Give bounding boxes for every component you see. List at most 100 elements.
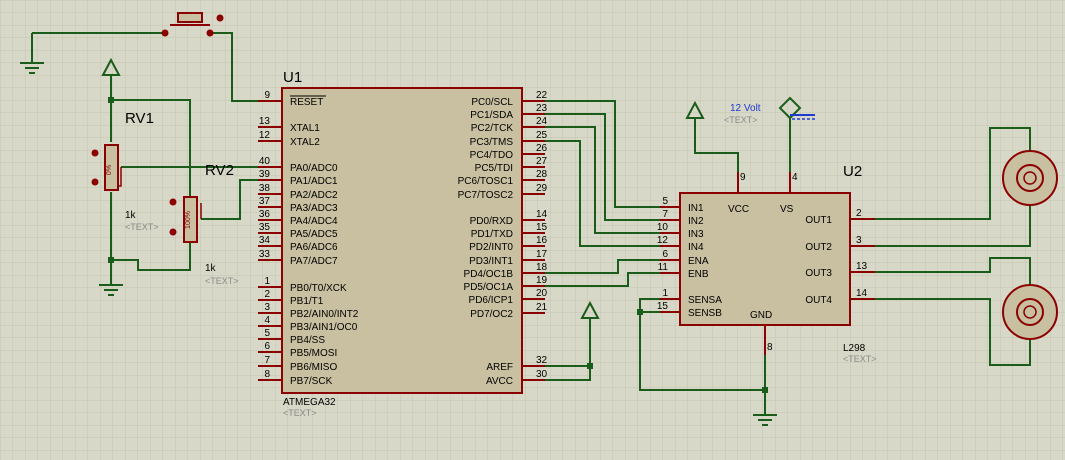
motor-2[interactable] (1002, 284, 1058, 340)
pin-label: PD4/OC1B (464, 269, 514, 280)
button-terminal (206, 29, 214, 37)
pin-number: 3 (264, 302, 270, 313)
pin-label: PB3/AIN1/OC0 (290, 322, 358, 333)
pin-label: XTAL1 (290, 123, 320, 134)
wire (545, 259, 660, 274)
motor-1[interactable] (1002, 150, 1058, 206)
pin-number: 13 (856, 261, 868, 272)
pin-number: 14 (856, 288, 868, 299)
pin-number: 34 (259, 235, 271, 246)
chip-u1[interactable]: 9RESET13XTAL112XTAL240PA0/ADC039PA1/ADC1… (258, 87, 548, 394)
pin-number: 39 (259, 169, 271, 180)
power-arrow-icon (580, 300, 600, 319)
pin-label: ENB (688, 269, 709, 280)
pin-label: PA4/ADC4 (290, 216, 338, 227)
potentiometer-rv2[interactable]: 100% (169, 196, 202, 243)
pin-number: 1 (264, 276, 270, 287)
pin-label: PD1/TXD (471, 229, 513, 240)
rv2-text-tag: <TEXT> (205, 276, 239, 286)
pin-number: 26 (536, 143, 548, 154)
wire (545, 272, 660, 287)
pin-number: 20 (536, 288, 548, 299)
pin-number: 2 (264, 289, 270, 300)
wire (545, 126, 660, 234)
rv1-ref: RV1 (125, 110, 154, 127)
rv1-value: 1k (125, 210, 137, 221)
wire (545, 113, 660, 221)
pin-label: PC6/TOSC1 (458, 176, 514, 187)
wire (875, 205, 1031, 247)
pin-label: PA1/ADC1 (290, 176, 338, 187)
pin-label: PB1/T1 (290, 296, 324, 307)
push-button[interactable] (161, 12, 224, 37)
pin-label: OUT3 (805, 268, 832, 279)
pin-number: 12 (657, 235, 669, 246)
pin-number: 32 (536, 355, 548, 366)
junction-dot (108, 257, 114, 263)
ground-icon (753, 414, 777, 426)
pin-number: 22 (536, 90, 548, 101)
pin-number: 17 (536, 249, 548, 260)
pin-label: PC1/SDA (470, 110, 513, 121)
pin-label: ENA (688, 256, 709, 267)
rv2-value: 1k (205, 263, 217, 274)
button-terminal (161, 29, 169, 37)
pin-number: 15 (536, 222, 548, 233)
pin-number: 7 (662, 209, 668, 220)
pot-terminal (169, 228, 177, 236)
pin-number: 36 (259, 209, 271, 220)
pin-number: 35 (259, 222, 271, 233)
supply-text-tag: <TEXT> (724, 115, 758, 125)
wires (31, 32, 1031, 415)
pin-number: 4 (792, 172, 798, 183)
pin-label: PC7/TOSC2 (458, 190, 514, 201)
pot-terminal (91, 178, 99, 186)
pin-number: 6 (264, 341, 270, 352)
pin-label: PD0/RXD (470, 216, 513, 227)
pin-number: 9 (264, 90, 270, 101)
pot-terminal (169, 198, 177, 206)
pin-label: VS (780, 204, 794, 215)
pot-percent: 100% (185, 211, 192, 229)
chip-body (679, 192, 851, 326)
pin-number: 33 (259, 249, 271, 260)
pin-label: PA2/ADC2 (290, 190, 338, 201)
pin-label: PA3/ADC3 (290, 203, 338, 214)
wire (111, 242, 191, 271)
junction-dot (762, 387, 768, 393)
potentiometer-rv1[interactable]: 0% (91, 144, 122, 191)
power-arrow-icon (685, 100, 705, 119)
motor-icon (1002, 150, 1058, 206)
pin-label: PB4/SS (290, 335, 325, 346)
pin-label: PD2/INT0 (469, 242, 513, 253)
rv2-ref: RV2 (205, 162, 234, 179)
pin-number: 12 (259, 130, 271, 141)
button-cap (177, 12, 203, 23)
u1-part: ATMEGA32 (283, 397, 336, 408)
pin-label: PD5/OC1A (464, 282, 514, 293)
pin-number: 28 (536, 169, 548, 180)
junctions (108, 97, 768, 393)
u2-part: L298 (843, 343, 866, 354)
pin-label: AREF (486, 362, 513, 373)
chip-u2[interactable]: 5IN17IN210IN312IN46ENA11ENB1SENSA15SENSB… (657, 172, 875, 355)
supply-label: 12 Volt (730, 103, 761, 114)
u1-text-tag: <TEXT> (283, 408, 317, 418)
wire (639, 298, 765, 391)
pin-label: SENSB (688, 308, 722, 319)
pin-label: OUT1 (805, 215, 832, 226)
pin-number: 18 (536, 262, 548, 273)
pin-number: 14 (536, 209, 548, 220)
pin-label: PB2/AIN0/INT2 (290, 309, 359, 320)
pin-number: 5 (662, 196, 668, 207)
wire (545, 366, 591, 381)
pin-number: 37 (259, 196, 271, 207)
ground-icon (99, 284, 123, 296)
pin-label: PA0/ADC0 (290, 163, 338, 174)
